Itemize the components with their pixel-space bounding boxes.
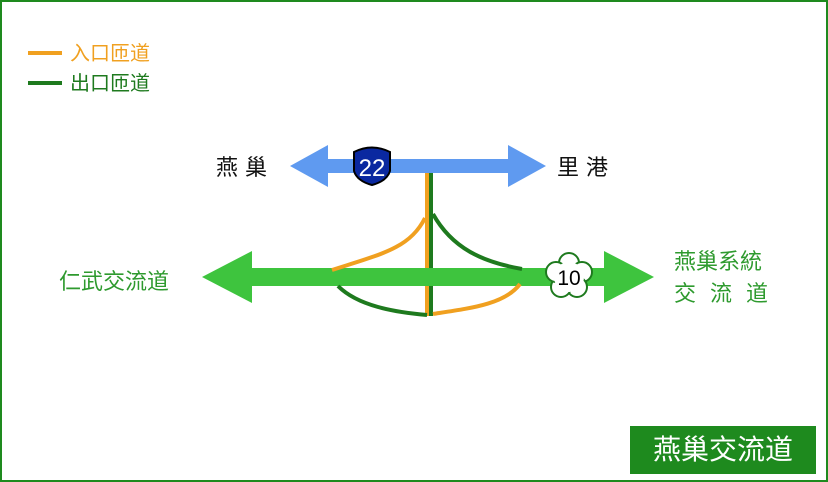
route-10-number: 10 bbox=[557, 267, 580, 290]
freeway-shaft bbox=[242, 268, 622, 286]
entrance-ramp-swatch bbox=[28, 51, 62, 55]
route-22-shield: 22 bbox=[353, 146, 391, 187]
freeway-east-arrow bbox=[604, 251, 654, 303]
freeway-west-arrow bbox=[202, 251, 252, 303]
exit-ramp-west bbox=[336, 284, 428, 317]
route-10-shield: 10 bbox=[545, 252, 593, 298]
legend-exit-label: 出口匝道 bbox=[70, 71, 150, 95]
legend-entrance-label: 入口匝道 bbox=[70, 41, 150, 65]
provincial-road bbox=[290, 145, 546, 187]
provincial-road-shaft bbox=[322, 159, 514, 173]
exit-ramp-swatch bbox=[28, 81, 62, 85]
entrance-ramp-west bbox=[331, 217, 427, 272]
provincial-road-west-arrow bbox=[290, 145, 328, 187]
freeway-east-destination-line1: 燕巢系統 bbox=[674, 250, 763, 275]
exit-connector bbox=[429, 173, 433, 316]
exit-ramp-east bbox=[431, 213, 523, 271]
legend-exit: 出口匝道 bbox=[28, 71, 150, 95]
entrance-ramp-east bbox=[432, 282, 522, 316]
entrance-connector bbox=[425, 173, 429, 316]
interchange-title: 燕巢交流道 bbox=[630, 426, 816, 474]
freeway-road bbox=[202, 251, 654, 303]
legend-entrance: 入口匝道 bbox=[28, 41, 150, 65]
route-22-shield-shape bbox=[353, 146, 391, 187]
provincial-road-east-arrow bbox=[508, 145, 546, 187]
freeway-east-destination-line2: 交 流 道 bbox=[674, 282, 768, 307]
provincial-west-destination: 燕 巢 bbox=[216, 156, 267, 181]
provincial-east-destination: 里 港 bbox=[557, 156, 608, 181]
freeway-west-destination: 仁武交流道 bbox=[59, 270, 170, 295]
route-22-number: 22 bbox=[359, 155, 386, 182]
